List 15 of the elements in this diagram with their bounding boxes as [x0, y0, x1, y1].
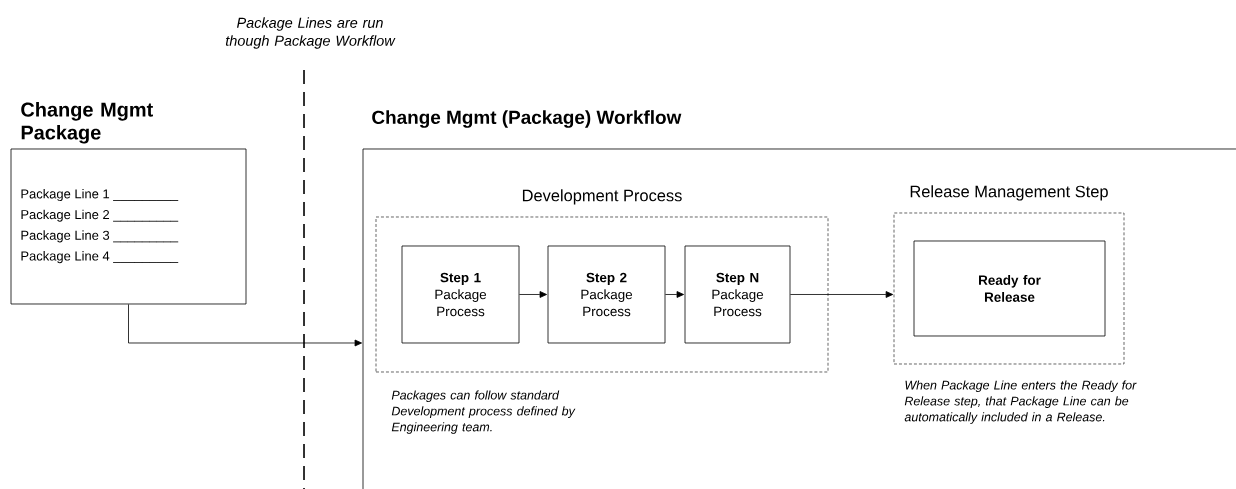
- package-box: Change Mgmt Package Package Line 1 _________ Package Line 2 _________ Package Line 3 _________ Package Line 4 _________: [10, 102, 247, 305]
- node-label: Development Process: [522, 189, 682, 205]
- process-box: Ready for Release: [913, 240, 1106, 337]
- note-text: Packages can follow standard Development process defined by Engineering team.: [391, 390, 576, 434]
- process-box: Step N Package Process: [684, 245, 791, 344]
- node-label: Change Mgmt Package: [21, 102, 153, 144]
- note-text: Package Lines are run though Package Workflow: [225, 17, 396, 49]
- arrow: [519, 291, 547, 298]
- process-box: Step 2 Package Process: [547, 245, 666, 344]
- arrow: [790, 291, 894, 298]
- arrow: [665, 291, 684, 298]
- process-box: Step 1 Package Process: [401, 245, 520, 344]
- note-text: When Package Line enters the Ready for Release step, that Package Line can be automatically included in a Release.: [904, 380, 1137, 424]
- node-label: Release Management Step: [910, 185, 1108, 201]
- arrow: [128, 304, 362, 347]
